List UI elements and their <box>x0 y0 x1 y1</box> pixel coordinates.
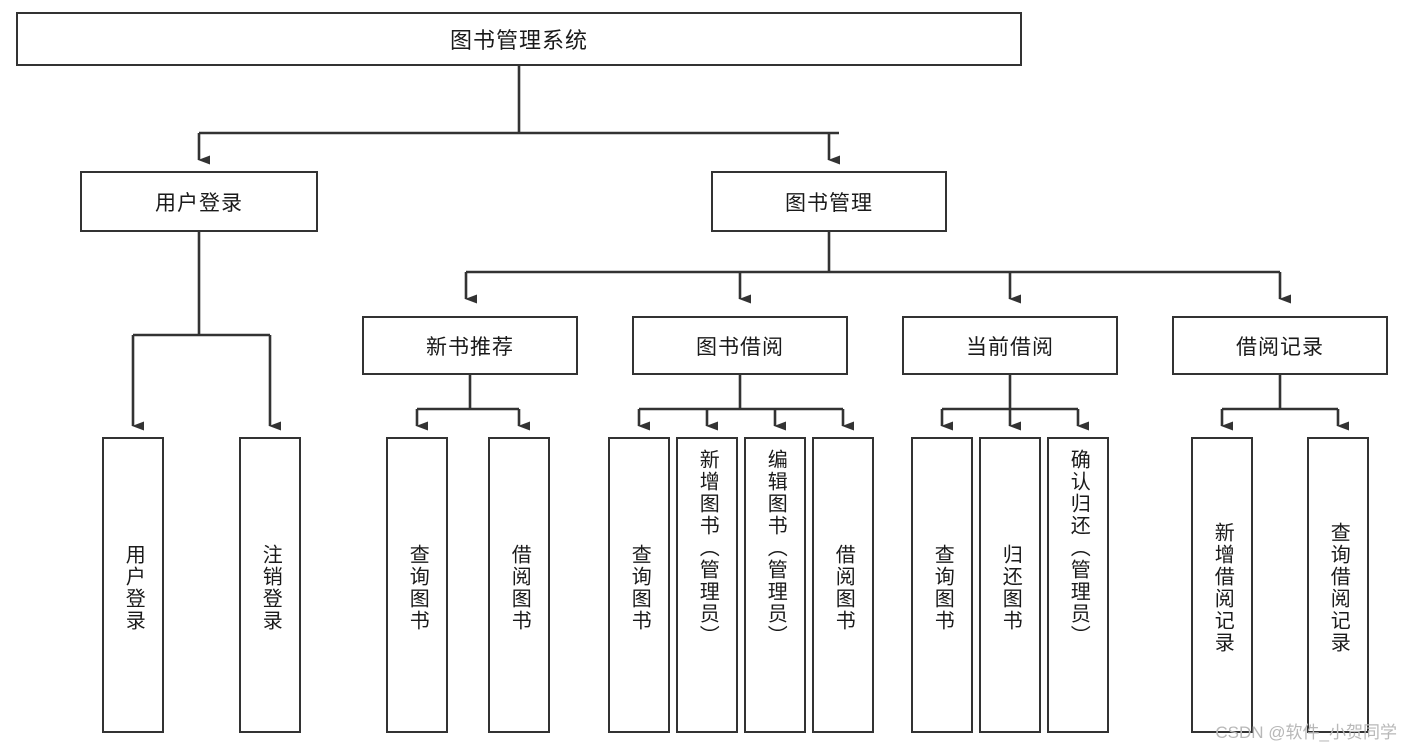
leaf-text-wrap: 新增图书（管理员） <box>696 445 718 735</box>
leaf-text-wrap: 查询图书 <box>628 445 650 731</box>
leaf-label: 借阅图书 <box>832 544 855 632</box>
leaf-label: 新增借阅记录 <box>1211 522 1234 654</box>
leaf-text-wrap: 归还图书 <box>999 445 1021 731</box>
node-book-management[interactable]: 图书管理 <box>711 171 947 232</box>
leaf-book-borrow-edit[interactable]: 编辑图书（管理员） <box>744 437 806 733</box>
leaf-borrow-record-add[interactable]: 新增借阅记录 <box>1191 437 1253 733</box>
leaf-book-borrow-borrow[interactable]: 借阅图书 <box>812 437 874 733</box>
node-root-system[interactable]: 图书管理系统 <box>16 12 1022 66</box>
leaf-book-borrow-add[interactable]: 新增图书（管理员） <box>676 437 738 733</box>
leaf-label: 查询借阅记录 <box>1327 522 1350 654</box>
leaf-new-book-borrow[interactable]: 借阅图书 <box>488 437 550 733</box>
leaf-label: 借阅图书 <box>508 544 531 632</box>
leaf-current-borrow-return[interactable]: 归还图书 <box>979 437 1041 733</box>
leaf-new-book-query[interactable]: 查询图书 <box>386 437 448 733</box>
leaf-user-login-signout[interactable]: 注销登录 <box>239 437 301 733</box>
leaf-borrow-record-query[interactable]: 查询借阅记录 <box>1307 437 1369 733</box>
leaf-text-wrap: 借阅图书 <box>508 445 530 731</box>
leaf-text-wrap: 新增借阅记录 <box>1211 445 1233 731</box>
leaf-text-wrap: 编辑图书（管理员） <box>764 445 786 735</box>
node-user-login[interactable]: 用户登录 <box>80 171 318 232</box>
node-book-borrow[interactable]: 图书借阅 <box>632 316 848 375</box>
leaf-label: 注销登录 <box>259 544 282 632</box>
leaf-user-login-signin[interactable]: 用户登录 <box>102 437 164 733</box>
leaf-label: 查询图书 <box>628 544 651 632</box>
leaf-text-wrap: 借阅图书 <box>832 445 854 731</box>
leaf-label: 归还图书 <box>999 544 1022 632</box>
leaf-book-borrow-query[interactable]: 查询图书 <box>608 437 670 733</box>
leaf-text-wrap: 查询图书 <box>931 445 953 731</box>
leaf-label: 新增图书（管理员） <box>696 449 719 647</box>
leaf-label: 查询图书 <box>931 544 954 632</box>
leaf-label: 确认归还（管理员） <box>1067 449 1090 647</box>
leaf-text-wrap: 注销登录 <box>259 445 281 731</box>
leaf-text-wrap: 用户登录 <box>122 445 144 731</box>
node-borrow-record[interactable]: 借阅记录 <box>1172 316 1388 375</box>
node-new-book-recommend[interactable]: 新书推荐 <box>362 316 578 375</box>
leaf-label: 用户登录 <box>122 544 145 632</box>
csdn-watermark: CSDN @软件_小贺同学 <box>1215 723 1397 742</box>
leaf-text-wrap: 查询图书 <box>406 445 428 731</box>
node-current-borrow[interactable]: 当前借阅 <box>902 316 1118 375</box>
leaf-label: 编辑图书（管理员） <box>764 449 787 647</box>
leaf-text-wrap: 查询借阅记录 <box>1327 445 1349 731</box>
leaf-current-borrow-confirm[interactable]: 确认归还（管理员） <box>1047 437 1109 733</box>
leaf-text-wrap: 确认归还（管理员） <box>1067 445 1089 735</box>
leaf-current-borrow-query[interactable]: 查询图书 <box>911 437 973 733</box>
leaf-label: 查询图书 <box>406 544 429 632</box>
